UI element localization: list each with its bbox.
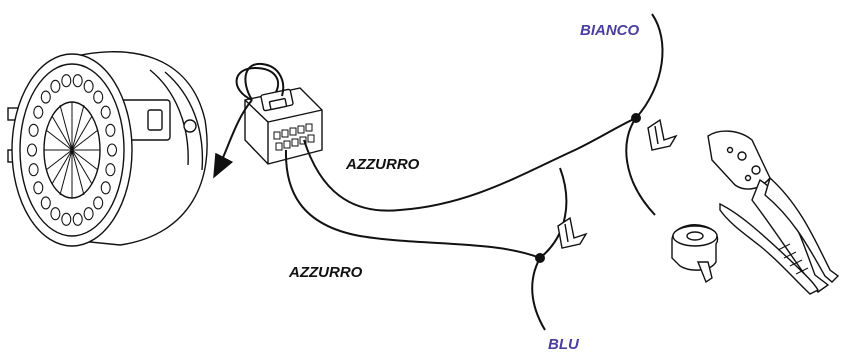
motor-hole [61, 74, 72, 88]
splice-node-upper [631, 113, 641, 123]
motor-hole [61, 212, 72, 226]
motor-hole [40, 196, 51, 210]
motor-hole [100, 105, 111, 119]
wire-bianco-down [625, 117, 656, 216]
multi-pin-connector-icon [244, 87, 323, 165]
wire-connector-loop [244, 62, 285, 101]
motor-hole [33, 105, 44, 119]
wire-connector-to-motor [215, 66, 280, 175]
motor-hole [33, 181, 44, 195]
motor-hole [106, 143, 118, 157]
electric-motor-icon [7, 51, 208, 247]
motor-hole [93, 90, 104, 104]
wire-azzurro-lower [284, 149, 541, 259]
splice-node-lower [535, 253, 545, 263]
label-azzurro-upper: AZZURRO [346, 156, 420, 173]
wires [215, 13, 664, 331]
motor-hole [50, 79, 61, 93]
motor-hole [26, 143, 38, 157]
motor-hole [40, 90, 51, 104]
wire-azzurro-upper [303, 117, 637, 212]
motor-hole [83, 79, 94, 93]
motor-hole [83, 207, 94, 221]
wire-bianco-top [635, 13, 664, 119]
motor-hole [93, 196, 104, 210]
motor-hole [100, 181, 111, 195]
splice-clip-icon [557, 216, 588, 249]
splice-clip-icon [647, 118, 678, 151]
motor-hole [105, 123, 116, 137]
wire-blu-top [539, 167, 568, 259]
crimping-pliers-icon [707, 130, 840, 295]
motor-hole [105, 163, 116, 177]
label-blu: BLU [548, 336, 579, 353]
motor-hole [28, 123, 39, 137]
label-bianco: BIANCO [580, 22, 640, 39]
insulating-tape-icon [671, 224, 719, 284]
wire-blu-down [531, 257, 546, 331]
label-azzurro-lower: AZZURRO [289, 264, 363, 281]
motor-hole [72, 74, 83, 88]
motor-hole [28, 163, 39, 177]
motor-hole [72, 212, 83, 226]
motor-hole [50, 207, 61, 221]
